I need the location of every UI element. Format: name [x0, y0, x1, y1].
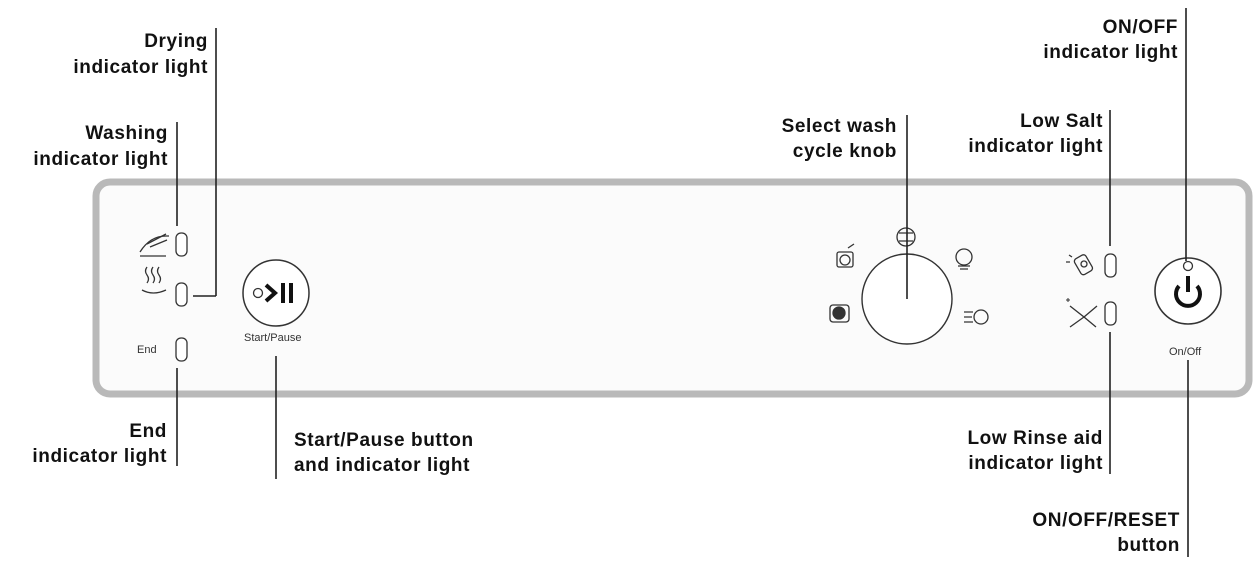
- wash-icon: [139, 233, 169, 257]
- washing-callout-2: indicator light: [33, 149, 168, 170]
- washing-callout-1: Washing: [85, 123, 168, 144]
- drying-led: [175, 282, 188, 307]
- reset-callout-2: button: [1117, 535, 1180, 556]
- dry-icon: [141, 266, 167, 294]
- knob-callout-1: Select wash: [782, 116, 897, 137]
- start-callout-1: Start/Pause button: [294, 430, 474, 451]
- salt-icon: [1066, 254, 1094, 276]
- on-off-panel-label: On/Off: [1169, 346, 1202, 358]
- drying-callout-2: indicator light: [73, 57, 208, 78]
- end-panel-label: End: [137, 344, 157, 356]
- end-callout-1: End: [129, 421, 167, 442]
- drying-callout-1: Drying: [144, 31, 208, 52]
- rinse-callout-2: indicator light: [968, 453, 1103, 474]
- washing-led: [175, 232, 188, 257]
- start-pause-button[interactable]: [242, 259, 310, 327]
- knob-callout-2: cycle knob: [793, 141, 897, 162]
- start-pause-led: [252, 287, 264, 299]
- play-pause-icon: [264, 283, 293, 303]
- salt-callout-2: indicator light: [968, 136, 1103, 157]
- end-callout-2: indicator light: [32, 446, 167, 467]
- program-icons: [829, 227, 989, 325]
- on-off-led: [1182, 260, 1194, 272]
- rinse-callout-1: Low Rinse aid: [967, 428, 1103, 449]
- onoff-callout-2: indicator light: [1043, 42, 1178, 63]
- end-led: [175, 337, 188, 362]
- on-off-reset-button[interactable]: [1154, 257, 1222, 325]
- low-rinse-led: [1104, 301, 1117, 326]
- rinse-aid-icon: [1066, 298, 1098, 328]
- start-callout-2: and indicator light: [294, 455, 470, 476]
- reset-callout-1: ON/OFF/RESET: [1032, 510, 1180, 531]
- power-icon: [1174, 276, 1202, 308]
- salt-callout-1: Low Salt: [1020, 111, 1103, 132]
- control-panel-frame: [92, 178, 1253, 398]
- onoff-callout-1: ON/OFF: [1103, 17, 1178, 38]
- start-pause-panel-label: Start/Pause: [244, 332, 301, 344]
- low-salt-led: [1104, 253, 1117, 278]
